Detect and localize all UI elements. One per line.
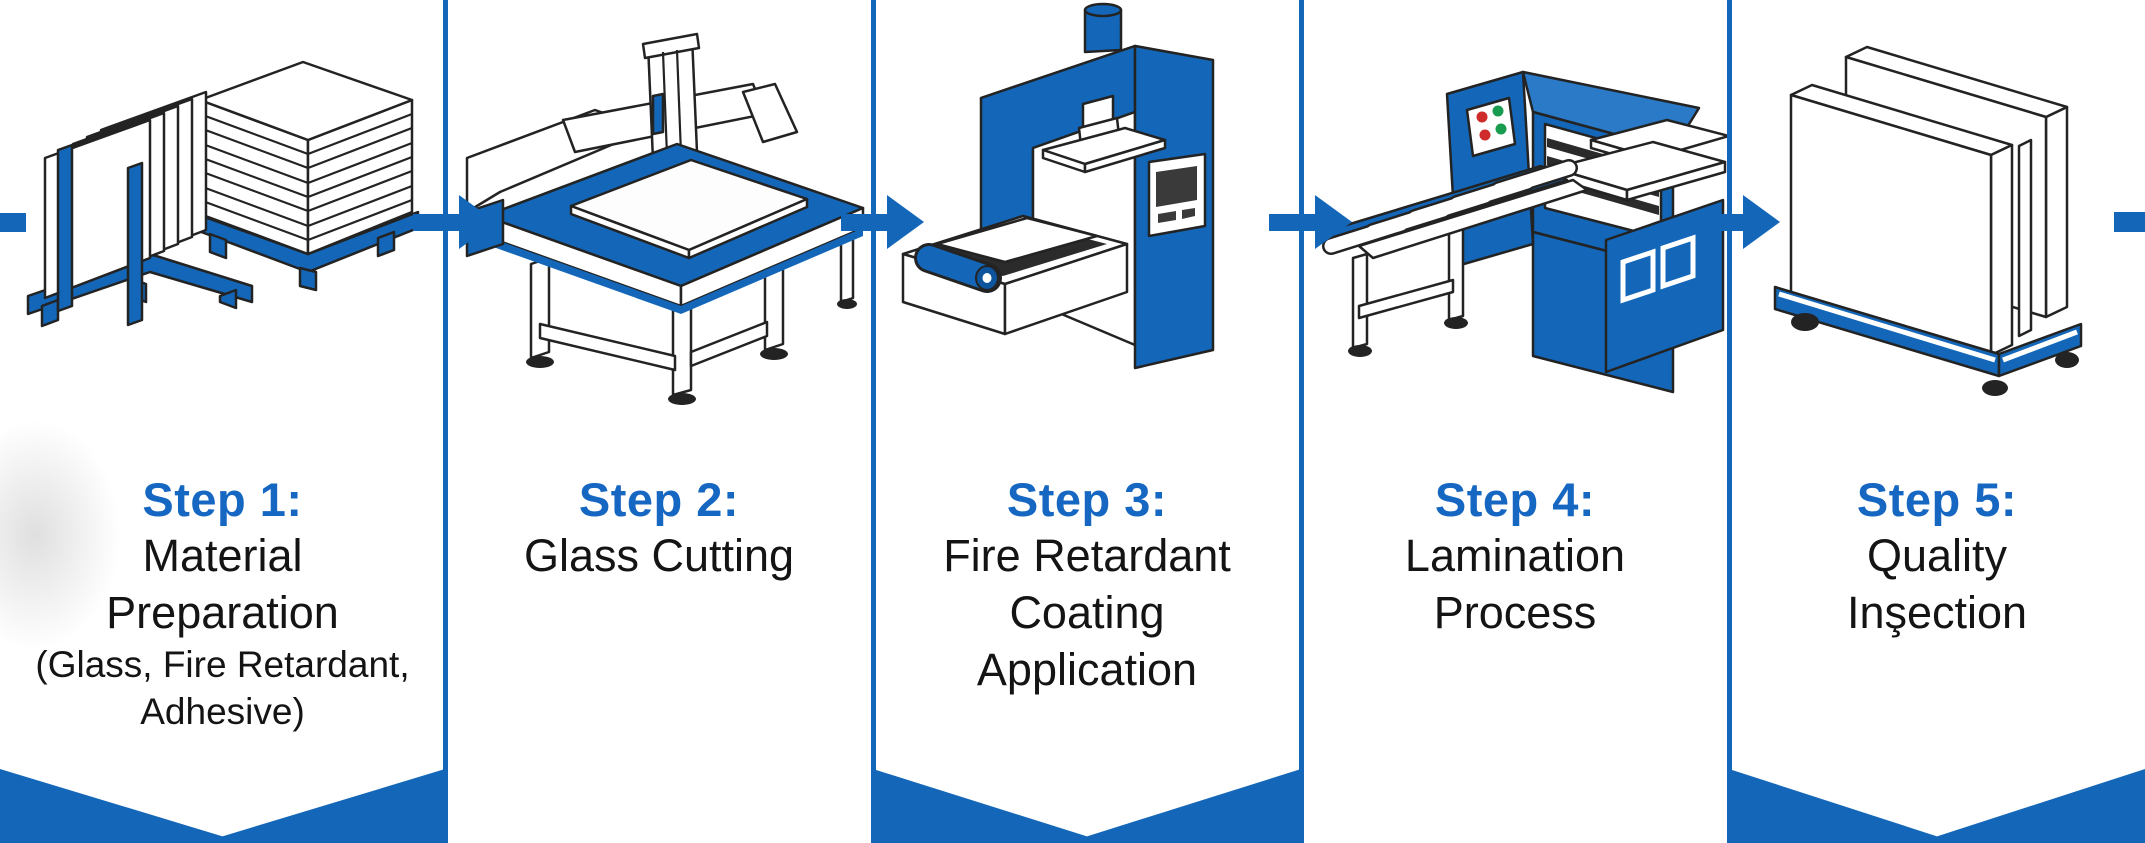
chevron-banner [873,769,1301,843]
chevron-banner [0,769,445,843]
glass-cutting-table-illustration [465,32,865,405]
flow-arrow-icon [1269,195,1352,249]
step-label-line: Coating [1009,587,1165,638]
step-label-line: Preparation [106,587,339,638]
step-panel-3: Step 3: Fire Retardant Coating Applicati… [873,0,1301,843]
background-smudge [0,420,120,650]
panel-divider [1299,0,1304,843]
step-label-line: Fire Retardant [943,530,1231,581]
flow-arrow-icon [413,195,496,249]
step-panel-5: Step 5: Quality Inşection [1729,0,2145,843]
lamination-machine-illustration [1315,70,1729,394]
flow-arrow-icon [841,195,924,249]
panel-divider [443,0,448,843]
step-heading: Step 5: [1856,473,2018,526]
material-pallets-illustration [26,60,420,328]
panel-divider [1727,0,1732,843]
step-label-line: Process [1433,587,1597,638]
step-heading: Step 3: [1006,473,1168,526]
step-panel-2: Step 2: Glass Cutting [445,0,873,843]
coating-press-machine-illustration [901,2,1215,370]
step-label-line: Glass Cutting [523,530,795,581]
step-panel-4: Step 4: Lamination Process [1301,0,1729,843]
step-label-line: Material [142,530,303,581]
outgoing-flow-arrow-bar [2114,212,2145,232]
step-sublabel-line: Adhesive) [140,691,305,732]
step-label-line: Application [976,644,1198,695]
step-label-line: Quality [1866,530,2008,581]
step-label-line: Inşection [1846,587,2028,638]
chevron-banner [1729,769,2145,843]
flow-arrow-icon [1697,195,1780,249]
finished-glass-panels-illustration [1773,45,2083,396]
step-heading: Step 4: [1434,473,1596,526]
step-sublabel-line: (Glass, Fire Retardant, [35,644,410,685]
step-panel-1: Step 1: Material Preparation (Glass, Fir… [0,0,445,843]
step-heading: Step 2: [578,473,740,526]
step-heading: Step 1: [142,473,303,526]
panel-divider [871,0,876,843]
incoming-flow-arrow-bar [0,213,26,232]
step-label-line: Lamination [1404,530,1626,581]
